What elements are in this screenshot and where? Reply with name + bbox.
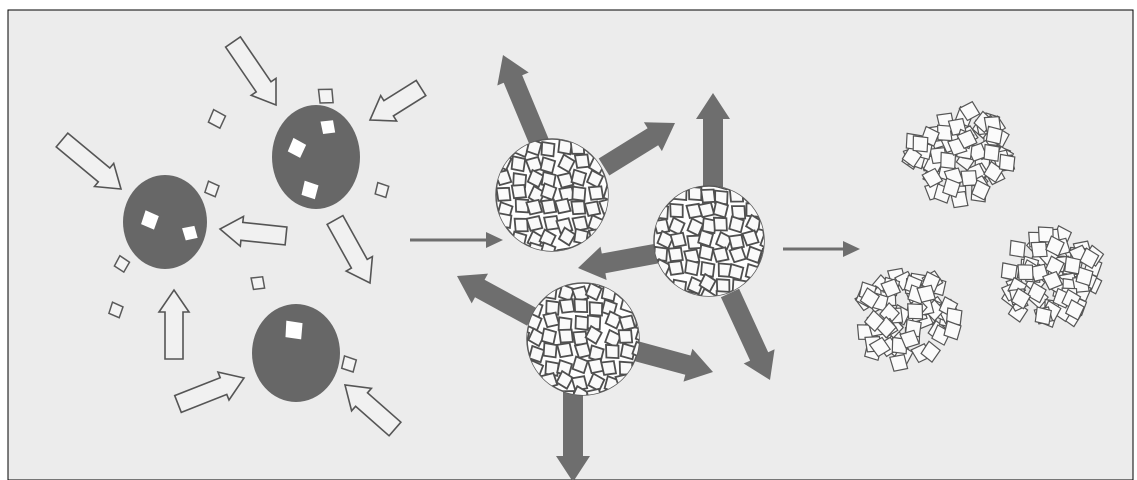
coating-flake bbox=[714, 218, 727, 231]
coating-flake bbox=[729, 217, 744, 233]
coating-flake bbox=[576, 316, 589, 330]
coating-flake bbox=[527, 216, 543, 231]
cluster-flake bbox=[1065, 257, 1081, 274]
adsorbed-flake bbox=[286, 321, 302, 339]
coating-flake bbox=[543, 313, 559, 328]
coating-flake bbox=[515, 219, 528, 232]
cluster-flake bbox=[1010, 241, 1025, 258]
adsorbed-flake bbox=[321, 121, 335, 134]
coating-flake bbox=[542, 142, 555, 156]
coating-flake bbox=[559, 330, 573, 343]
coating-flake bbox=[526, 200, 542, 215]
coating-flake bbox=[541, 157, 556, 173]
coating-flake bbox=[714, 202, 729, 218]
coating-flake bbox=[574, 299, 587, 312]
coating-flake bbox=[572, 187, 585, 201]
coating-flake bbox=[575, 155, 589, 168]
coating-flake bbox=[729, 264, 743, 280]
coating-flake bbox=[585, 202, 600, 216]
coating-flake bbox=[497, 188, 511, 201]
coating-flake bbox=[698, 230, 713, 246]
coating-flake bbox=[512, 156, 526, 171]
coating-flake bbox=[699, 245, 713, 260]
coating-flake bbox=[590, 302, 603, 315]
dark-particle bbox=[252, 304, 340, 402]
free-flake bbox=[319, 89, 334, 103]
coating-flake bbox=[601, 361, 616, 375]
cluster-flake bbox=[1035, 307, 1051, 325]
coating-flake bbox=[701, 190, 715, 203]
coating-flake bbox=[699, 203, 715, 218]
coating-flake bbox=[516, 199, 529, 212]
cluster-flake bbox=[1031, 242, 1047, 257]
coating-flake bbox=[685, 260, 699, 275]
dark-particle bbox=[123, 175, 207, 269]
cluster-flake bbox=[961, 171, 977, 186]
cluster-flake bbox=[1000, 154, 1015, 171]
coating-flake bbox=[606, 345, 619, 358]
coating-flake bbox=[542, 329, 556, 345]
cluster-flake bbox=[984, 145, 999, 162]
coating-flake bbox=[512, 185, 526, 198]
coating-flake bbox=[713, 247, 729, 261]
coating-flake bbox=[671, 233, 686, 247]
cluster-flake bbox=[986, 126, 1002, 144]
free-flake bbox=[251, 277, 265, 290]
coating-flake bbox=[572, 170, 587, 186]
cluster-flake bbox=[908, 304, 923, 319]
coating-flake bbox=[701, 262, 714, 277]
coating-flake bbox=[575, 343, 591, 358]
coating-flake bbox=[555, 199, 571, 214]
coating-flake bbox=[573, 216, 588, 230]
coating-flake bbox=[668, 261, 683, 275]
coating-flake bbox=[557, 343, 572, 357]
coating-flake bbox=[619, 330, 633, 343]
coating-flake bbox=[589, 186, 603, 199]
cluster-flake bbox=[1018, 265, 1033, 280]
coating-flake bbox=[560, 299, 575, 313]
coating-flake bbox=[670, 204, 683, 217]
coating-flake bbox=[669, 248, 683, 261]
coating-flake bbox=[571, 201, 585, 214]
coating-flake bbox=[619, 316, 635, 331]
cluster-flake bbox=[913, 136, 928, 152]
coating-flake bbox=[541, 200, 556, 214]
coating-flake bbox=[544, 343, 557, 357]
